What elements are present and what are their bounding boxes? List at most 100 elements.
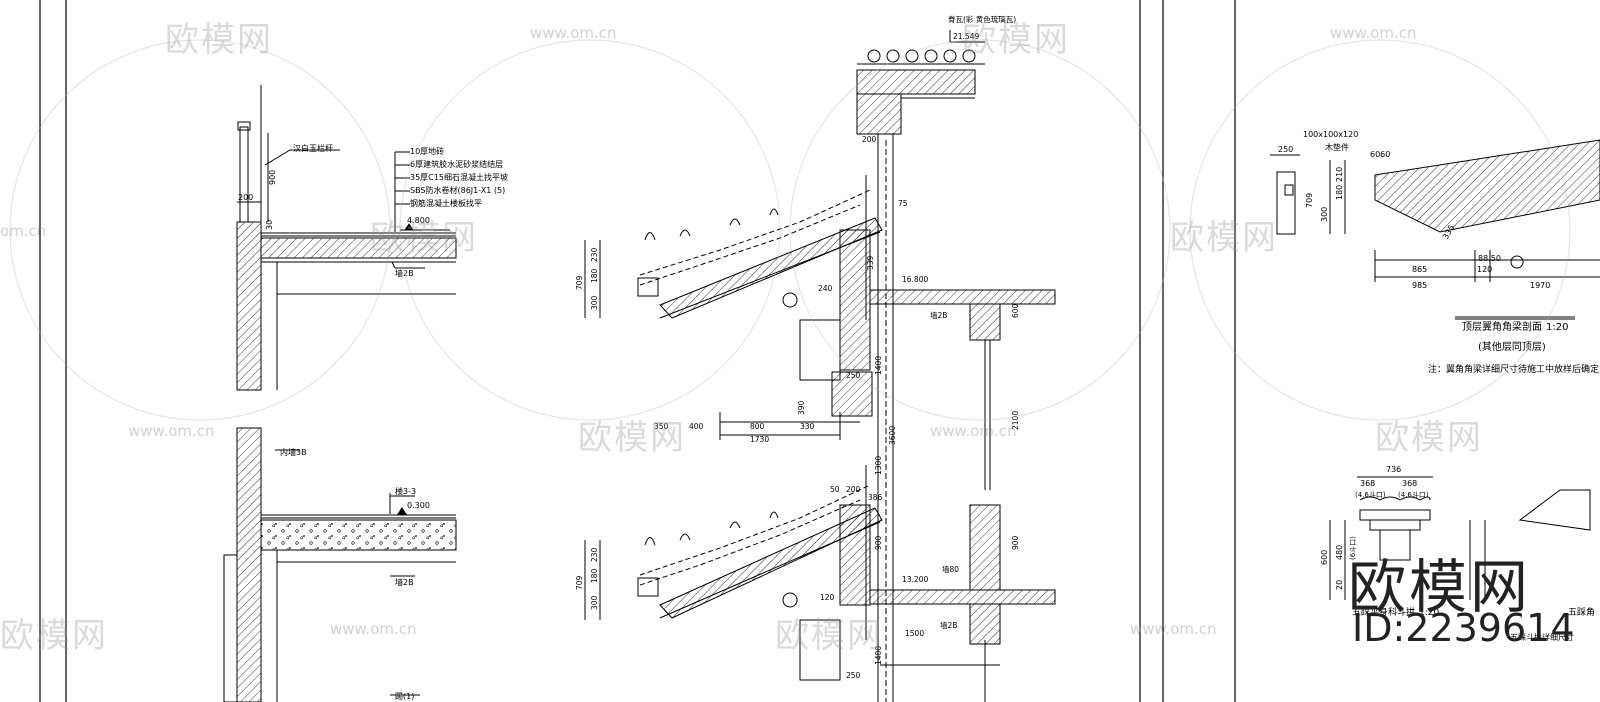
watermark-url-6: www.om.cn — [330, 620, 417, 638]
dim-900: 900 — [268, 170, 277, 185]
dim-30: 30 — [265, 220, 274, 230]
watermark-url-5: www.om.cn — [930, 422, 1017, 440]
left-detail-text: 汉白玉栏杆 10厚地砖 6厚建筑胶水泥砂浆结结层 35厚C15细石混凝土找平坡 … — [238, 143, 508, 701]
beam-note: 注：翼角角梁详细尺寸待施工中放样后确定 — [1428, 363, 1599, 375]
layer-3: 35厚C15细石混凝土找平坡 — [410, 172, 508, 182]
dim-250-r: 250 — [1278, 145, 1293, 154]
dim-865: 865 — [1412, 265, 1427, 274]
layer-2: 6厚建筑胶水泥砂浆结结层 — [410, 159, 503, 169]
dim-386: 386 — [868, 493, 883, 502]
dim-8850: 88.50 — [1478, 254, 1501, 263]
dim-1400-upper: 1400 — [874, 356, 883, 375]
watermark-logo-8: 欧模网 — [775, 616, 883, 656]
layer-1: 10厚地砖 — [410, 146, 444, 156]
dim-120: 120 — [820, 593, 835, 602]
watermark-url-4: www.om.cn — [128, 422, 215, 440]
dim-1300: 1300 — [874, 456, 883, 475]
bracket-dim-480: 480 — [1335, 545, 1344, 560]
dim-200-lower: 200 — [846, 485, 861, 494]
dim-709-lower: 709 — [575, 575, 584, 590]
brand-logo: 欧模网 — [1348, 553, 1532, 621]
wood-pad-label: 木垫件 — [1325, 142, 1349, 152]
right-detail-text: 100x100x120 250 木垫件 6060 709 210 180 300… — [1278, 130, 1599, 642]
inner-wall-label: 内墙3B — [280, 447, 307, 457]
dim-240: 240 — [818, 284, 833, 293]
dim-180-r: 180 — [1335, 185, 1344, 200]
dim-339: 339 — [866, 255, 875, 270]
ref-wall-2b-b: 墙2B — [940, 620, 957, 630]
dim-180-lower: 180 — [590, 568, 599, 583]
ref-wall-2b-lower: 墙2B — [395, 577, 414, 587]
dim-300-r: 300 — [1320, 207, 1329, 222]
dim-709-r: 709 — [1305, 193, 1314, 208]
dim-330: 330 — [800, 422, 815, 431]
dim-900-mid: 900 — [874, 535, 883, 550]
bracket-note-d: 五踩斗拱详细尺寸 — [1510, 632, 1574, 642]
model-id: ID:2239614 — [1352, 606, 1575, 650]
ridge-tiles — [867, 49, 976, 63]
ref-wall-2b-a: 墙2B — [930, 310, 947, 320]
dim-300-upper: 300 — [590, 295, 599, 310]
dim-120-r: 120 — [1477, 265, 1492, 274]
bracket-note-a: (4.6斗口) — [1355, 491, 1386, 499]
watermark-logo-1: 欧模网 — [165, 20, 273, 60]
dim-1400-lower: 1400 — [874, 646, 883, 665]
upper-eave — [637, 189, 883, 417]
bracket-note-b: (4.6斗口) — [1398, 491, 1429, 499]
dim-180-upper: 180 — [590, 268, 599, 283]
dim-800: 800 — [750, 422, 765, 431]
ref-wall-2b-upper: 墙2B — [395, 268, 414, 278]
top-roof-block — [856, 69, 976, 95]
ref-wall-80: 墙80 — [942, 564, 959, 574]
dim-230-lower: 230 — [590, 547, 599, 562]
bracket-shape — [1359, 496, 1431, 561]
bracket-note-c: (6斗口) — [1349, 536, 1357, 560]
elevation-4800: 4.800 — [407, 216, 430, 225]
watermark-url-2: www.om.cn — [1330, 24, 1417, 42]
dim-200-top: 200 — [862, 135, 877, 144]
sheet-frame — [39, 0, 1236, 702]
bracket-label-2: 五踩角 — [1568, 606, 1595, 618]
dim-75: 75 — [898, 199, 908, 208]
railing-label: 汉白玉栏杆 — [293, 143, 333, 153]
watermark-url-3: om.cn — [0, 222, 47, 240]
ridge-note: 脊瓦(彩 黄色琉璃瓦) — [948, 14, 1016, 24]
roof-slab — [260, 237, 457, 259]
bracket-dim-368-b: 368 — [1402, 479, 1417, 488]
slab-16800 — [869, 289, 1056, 305]
right-beam-detail — [1270, 139, 1600, 600]
dim-600-upper: 600 — [1011, 303, 1020, 318]
left-section-detail — [223, 85, 457, 702]
bracket-dim-368-a: 368 — [1360, 479, 1375, 488]
watermark-url-7: www.om.cn — [1130, 620, 1217, 638]
dim-200: 200 — [238, 193, 253, 202]
elevation-0300: 0.300 — [407, 501, 430, 510]
lower-eave — [637, 484, 883, 681]
watermark-logo-3: 欧模网 — [370, 218, 478, 258]
railing-post — [239, 126, 249, 223]
dim-709-upper: 709 — [575, 275, 584, 290]
middle-section-detail — [584, 30, 1056, 702]
dim-1970: 1970 — [1530, 281, 1550, 290]
watermark-logo-5: 欧模网 — [578, 418, 686, 458]
watermark-url-1: www.om.cn — [530, 24, 617, 42]
ref-kick: 踢(1) — [395, 692, 414, 701]
elevation-16800: 16.800 — [902, 275, 928, 284]
dim-350: 350 — [654, 422, 669, 431]
dim-3600: 3600 — [888, 426, 897, 445]
layer-5: 钢筋混凝土楼板找平 — [410, 198, 482, 208]
dim-300-lower: 300 — [590, 595, 599, 610]
layer-4: SBS防水卷材(86J1-X1 (5) — [410, 185, 505, 195]
dim-400: 400 — [689, 422, 704, 431]
dim-250-upper: 250 — [846, 371, 861, 380]
elevation-13200: 13.200 — [902, 575, 928, 584]
lower-wall — [236, 427, 262, 702]
dim-6060: 6060 — [1370, 150, 1390, 159]
bracket-dim-20: 20 — [1335, 580, 1344, 590]
dim-210-r: 210 — [1335, 167, 1344, 182]
slab-13200 — [869, 589, 1056, 605]
dim-2100: 2100 — [1011, 411, 1020, 430]
